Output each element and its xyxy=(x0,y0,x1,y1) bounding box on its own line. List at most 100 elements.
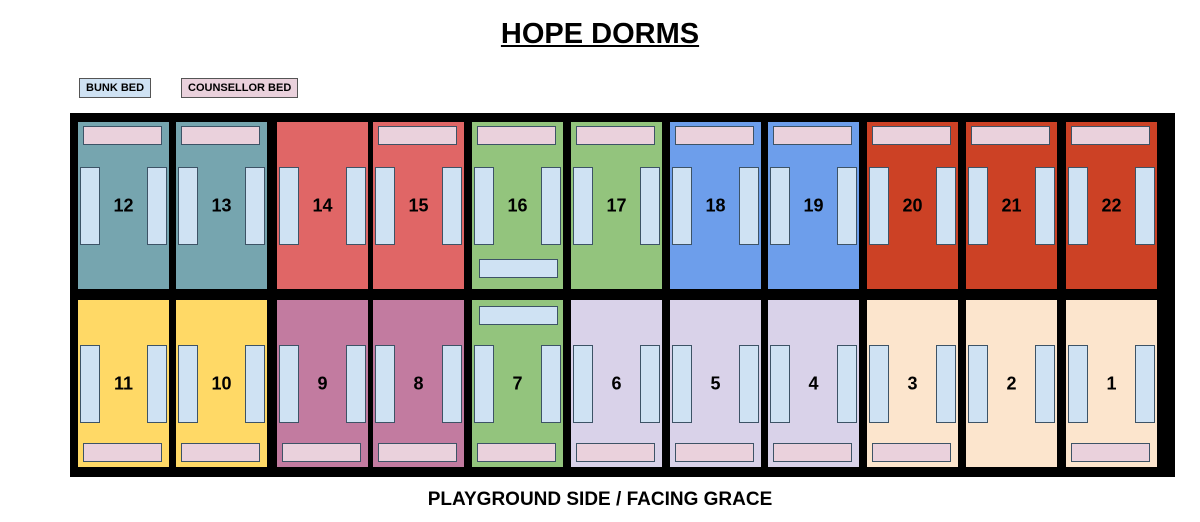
counsellor-bed xyxy=(576,443,655,462)
bunk-bed xyxy=(245,167,265,245)
page-title: HOPE DORMS xyxy=(500,18,700,50)
bunk-bed xyxy=(279,345,299,423)
counsellor-bed xyxy=(971,126,1050,145)
bunk-bed xyxy=(147,167,167,245)
room-12: 12 xyxy=(78,122,169,289)
counsellor-bed xyxy=(477,126,556,145)
bunk-bed xyxy=(1068,167,1088,245)
room-number: 12 xyxy=(113,195,134,215)
room-number: 1 xyxy=(1106,373,1117,393)
bunk-bed xyxy=(573,345,593,423)
bunk-bed xyxy=(869,167,889,245)
bunk-bed xyxy=(147,345,167,423)
counsellor-bed xyxy=(282,443,361,462)
bunk-bed xyxy=(739,345,759,423)
counsellor-bed xyxy=(378,443,457,462)
room-number: 16 xyxy=(507,195,528,215)
room-number: 11 xyxy=(113,373,134,393)
bunk-bed xyxy=(346,167,366,245)
bunk-bed-extra xyxy=(479,306,558,325)
bunk-bed xyxy=(474,345,494,423)
room-number: 10 xyxy=(211,373,232,393)
room-15: 15 xyxy=(373,122,464,289)
bunk-bed xyxy=(279,167,299,245)
counsellor-bed xyxy=(181,443,260,462)
room-number: 15 xyxy=(408,195,429,215)
bunk-bed xyxy=(1068,345,1088,423)
bunk-bed xyxy=(837,167,857,245)
room-11: 11 xyxy=(78,300,169,467)
bunk-bed xyxy=(346,345,366,423)
room-21: 21 xyxy=(966,122,1057,289)
footer-label: PLAYGROUND SIDE / FACING GRACE xyxy=(427,489,773,510)
room-6: 6 xyxy=(571,300,662,467)
bunk-bed xyxy=(245,345,265,423)
bunk-bed xyxy=(80,345,100,423)
room-19: 19 xyxy=(768,122,859,289)
room-number: 20 xyxy=(902,195,923,215)
room-number: 3 xyxy=(907,373,918,393)
counsellor-bed xyxy=(181,126,260,145)
room-3: 3 xyxy=(867,300,958,467)
bunk-bed xyxy=(80,167,100,245)
bunk-bed xyxy=(1135,345,1155,423)
room-10: 10 xyxy=(176,300,267,467)
room-1: 1 xyxy=(1066,300,1157,467)
counsellor-bed xyxy=(1071,126,1150,145)
bunk-bed xyxy=(442,167,462,245)
bunk-bed xyxy=(968,167,988,245)
bunk-bed xyxy=(770,345,790,423)
room-13: 13 xyxy=(176,122,267,289)
room-number: 6 xyxy=(611,373,622,393)
counsellor-bed xyxy=(1071,443,1150,462)
counsellor-bed xyxy=(872,126,951,145)
room-number: 13 xyxy=(211,195,232,215)
bunk-bed xyxy=(1035,167,1055,245)
room-number: 5 xyxy=(710,373,721,393)
bunk-bed xyxy=(739,167,759,245)
room-4: 4 xyxy=(768,300,859,467)
bunk-bed xyxy=(474,167,494,245)
room-14: 14 xyxy=(277,122,368,289)
bunk-bed xyxy=(375,167,395,245)
room-22: 22 xyxy=(1066,122,1157,289)
bunk-bed xyxy=(936,167,956,245)
room-2: 2 xyxy=(966,300,1057,467)
room-number: 7 xyxy=(512,373,523,393)
bunk-bed xyxy=(1035,345,1055,423)
room-number: 17 xyxy=(606,195,627,215)
room-number: 8 xyxy=(413,373,424,393)
room-5: 5 xyxy=(670,300,761,467)
bunk-bed xyxy=(869,345,889,423)
room-9: 9 xyxy=(277,300,368,467)
counsellor-bed xyxy=(872,443,951,462)
room-number: 22 xyxy=(1101,195,1122,215)
counsellor-bed xyxy=(576,126,655,145)
bunk-bed xyxy=(178,345,198,423)
bunk-bed xyxy=(640,167,660,245)
bunk-bed xyxy=(770,167,790,245)
room-18: 18 xyxy=(670,122,761,289)
counsellor-bed xyxy=(83,126,162,145)
bunk-bed xyxy=(573,167,593,245)
room-number: 19 xyxy=(803,195,824,215)
counsellor-bed xyxy=(773,126,852,145)
bunk-bed xyxy=(375,345,395,423)
room-7: 7 xyxy=(472,300,563,467)
bunk-bed xyxy=(936,345,956,423)
room-20: 20 xyxy=(867,122,958,289)
counsellor-bed xyxy=(83,443,162,462)
room-number: 18 xyxy=(705,195,726,215)
room-8: 8 xyxy=(373,300,464,467)
room-number: 4 xyxy=(808,373,819,393)
counsellor-bed xyxy=(675,443,754,462)
counsellor-bed xyxy=(675,126,754,145)
bunk-bed xyxy=(1135,167,1155,245)
bunk-bed-extra xyxy=(479,259,558,278)
bunk-bed xyxy=(837,345,857,423)
legend-counsellor-bed: COUNSELLOR BED xyxy=(181,78,299,98)
bunk-bed xyxy=(672,345,692,423)
counsellor-bed xyxy=(773,443,852,462)
room-number: 21 xyxy=(1001,195,1022,215)
bunk-bed xyxy=(442,345,462,423)
